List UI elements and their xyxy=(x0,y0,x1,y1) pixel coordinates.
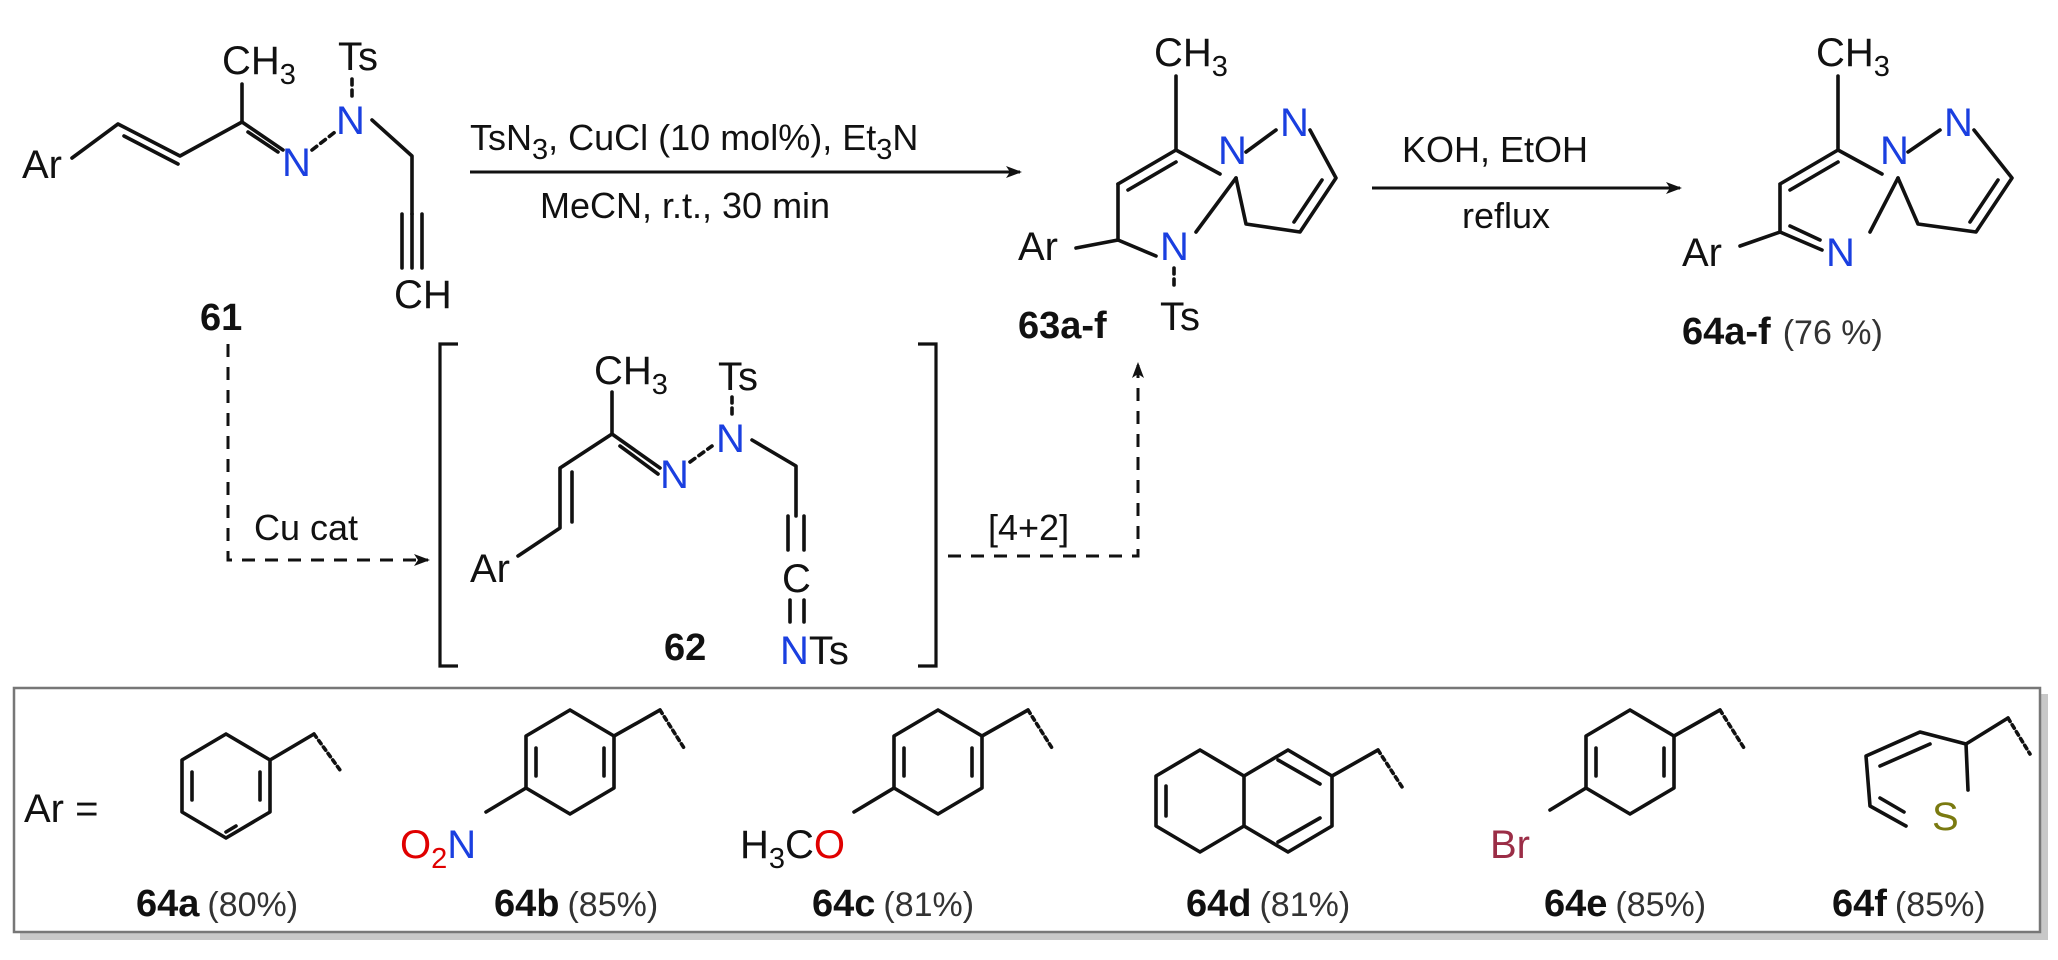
atom-63-ar: Ar xyxy=(1018,225,1058,269)
atom-62-nts: NTs xyxy=(780,629,849,673)
atom-63-n3: N xyxy=(1160,225,1189,269)
cond-step2-top: KOH, EtOH xyxy=(1402,129,1588,170)
cond-cu-cat: Cu cat xyxy=(254,507,358,548)
bond-c-n-2 xyxy=(246,130,280,154)
atom-n1: N xyxy=(282,141,311,185)
bond-62-cn xyxy=(618,444,660,476)
dashed-arrows: Cu cat [4+2] xyxy=(226,344,1144,566)
label-61: 61 xyxy=(200,297,242,339)
bracket-left xyxy=(438,342,458,668)
bond-propargyl xyxy=(370,118,414,216)
atom-63-ch3: CH3 xyxy=(1154,31,1228,83)
atom-63-n2: N xyxy=(1280,101,1309,145)
bond-double xyxy=(122,134,180,166)
label-62: 62 xyxy=(664,627,706,669)
atom-63-n1: N xyxy=(1218,129,1247,173)
substituent-64b: O2N 64b(85%) xyxy=(400,708,686,925)
bond-64-dbl xyxy=(1788,160,1840,192)
bond-63-ring xyxy=(1234,128,1338,234)
ar-equals: Ar = xyxy=(24,787,98,831)
label-64b: 64b(85%) xyxy=(494,883,658,925)
label-64c: 64c(81%) xyxy=(812,883,974,925)
bond-62-cc xyxy=(786,514,806,552)
bond-triple xyxy=(400,212,424,270)
atom-62-ch3: CH3 xyxy=(594,349,668,401)
substituent-64a: 64a(80%) xyxy=(136,732,342,925)
atom-ch: CH xyxy=(394,273,452,317)
bond-63-dbl2 xyxy=(1292,178,1324,224)
group-64e: Br xyxy=(1490,823,1530,867)
label-64f: 64f(85%) xyxy=(1832,883,1986,925)
atom-62-n1: N xyxy=(660,453,689,497)
atom-63-ts: Ts xyxy=(1160,295,1200,339)
atom-62-c: C xyxy=(782,557,811,601)
label-63: 63a-f xyxy=(1018,305,1107,347)
label-64: 64a-f(76 %) xyxy=(1682,311,1883,353)
bond-64-c xyxy=(1868,176,1900,234)
label-64a: 64a(80%) xyxy=(136,883,298,925)
atom-62-n2: N xyxy=(716,417,745,461)
substituent-64d: 64d(81%) xyxy=(1154,748,1406,925)
atom-64-ar: Ar xyxy=(1682,231,1722,275)
atom-62-ts: Ts xyxy=(718,355,758,399)
substituent-64f: S 64f(85%) xyxy=(1832,716,2032,925)
ring-64a xyxy=(180,732,272,840)
intermediate-62: Ar CH3 N N Ts C NTs 62 xyxy=(438,342,938,673)
atom-64-n2: N xyxy=(1944,101,1973,145)
substituent-frame xyxy=(12,686,2042,934)
atom-64-ch3: CH3 xyxy=(1816,31,1890,83)
dashed-arrow-cyclo xyxy=(948,362,1144,558)
compound-61: Ar CH3 N N Ts CH 61 xyxy=(22,35,452,339)
substituent-64c: H3CO 64c(81%) xyxy=(740,708,1054,925)
compound-63: CH3 N N N Ar Ts 63a-f xyxy=(1018,31,1338,347)
bond-62-chain xyxy=(516,432,662,558)
label-64e: 64e(85%) xyxy=(1544,883,1706,925)
atom-62-ar: Ar xyxy=(470,547,510,591)
arrow-step2: KOH, EtOH reflux xyxy=(1372,129,1682,236)
bond-62-prop xyxy=(750,438,798,518)
cond-cyclo: [4+2] xyxy=(988,507,1069,548)
group-64f: S xyxy=(1932,795,1959,839)
atom-ts: Ts xyxy=(338,35,378,79)
arrow-step1: TsN3, CuCl (10 mol%), Et3N MeCN, r.t., 3… xyxy=(470,117,1022,226)
group-64c: H3CO xyxy=(740,823,845,875)
label-64d: 64d(81%) xyxy=(1186,883,1350,925)
cond-step2-bottom: reflux xyxy=(1462,195,1550,236)
bond-64-dbl3 xyxy=(1788,224,1822,242)
bond-64-ring xyxy=(1896,128,2014,234)
bond-62-cn2 xyxy=(788,598,806,624)
dashed-arrow-cu xyxy=(226,344,430,566)
bond-64-nn xyxy=(1906,128,1942,154)
cond-step1-top: TsN3, CuCl (10 mol%), Et3N xyxy=(470,117,918,166)
substituent-box: Ar = 64a(80%) O2N 64b(85%) H3CO xyxy=(12,686,2048,940)
cond-step1-bottom: MeCN, r.t., 30 min xyxy=(540,185,830,226)
bond-chain xyxy=(70,120,244,160)
bond-63-nn xyxy=(1244,128,1278,154)
bond-64-ar xyxy=(1738,230,1782,248)
atom-64-n1: N xyxy=(1880,129,1909,173)
bond-63-ar xyxy=(1074,238,1120,250)
bond-64-dbl2 xyxy=(1968,178,2000,224)
bond-62-nn xyxy=(688,444,714,464)
bond-c-n xyxy=(240,120,285,152)
bond-63-dbl xyxy=(1126,160,1178,192)
atom-64-n3: N xyxy=(1826,231,1855,275)
atom-n2: N xyxy=(336,99,365,143)
compound-64: CH3 N N N Ar 64a-f(76 %) xyxy=(1682,31,2014,353)
bracket-right xyxy=(918,342,938,668)
bond-n-n xyxy=(310,130,337,152)
bond-64-d xyxy=(1778,230,1824,252)
atom-ch3: CH3 xyxy=(222,39,296,91)
substituent-64e: Br 64e(85%) xyxy=(1490,708,1746,925)
bond-63-d xyxy=(1116,238,1158,258)
bond-63-c xyxy=(1194,176,1238,234)
group-64b: O2N xyxy=(400,823,476,875)
atom-ar: Ar xyxy=(22,143,62,187)
bond-64-a xyxy=(1778,148,1884,234)
